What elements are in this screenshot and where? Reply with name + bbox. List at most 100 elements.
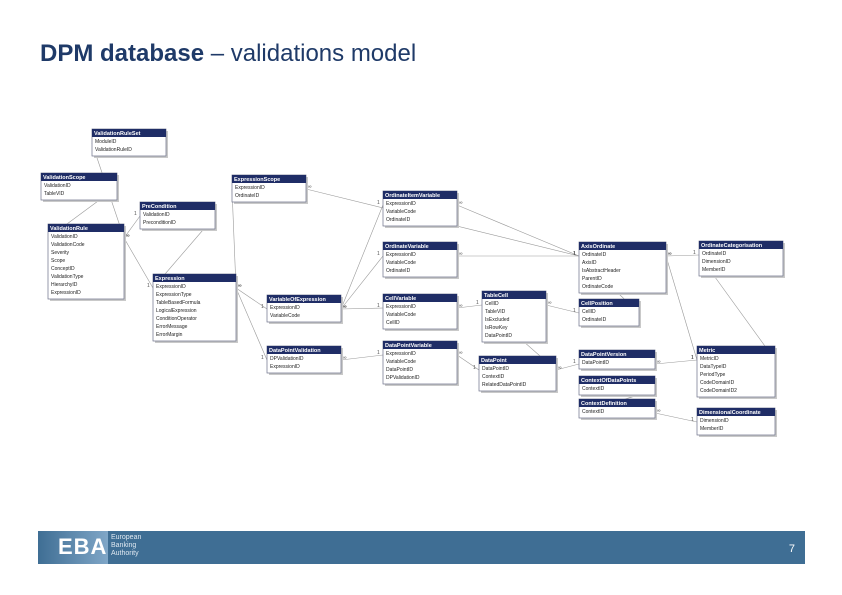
cardinality-one-marker: 1 [377,251,380,257]
entity-table: ExpressionExpressionIDExpressionTypeTabl… [152,273,238,343]
table-field: DataPointID [485,333,512,339]
table-field: ParentID [582,276,602,282]
table-name: ContextOfDataPoints [581,378,636,384]
table-field: TableVID [44,191,65,197]
table-field: OrdinateID [386,268,411,274]
table-field: CellID [485,301,499,307]
slide-title-bold: DPM database [40,40,205,67]
table-field: IsRowKey [485,325,508,331]
entity-table: DataPointValidationDPValidationIDExpress… [266,345,343,375]
cardinality-one-marker: 1 [573,251,576,257]
entity-table: OrdinateVariableExpressionIDVariableCode… [382,241,459,279]
table-name: Metric [699,348,715,354]
cardinality-one-marker: 1 [377,350,380,356]
entity-table: CellVariableExpressionIDVariableCodeCell… [382,293,459,331]
table-field: OrdinateID [582,317,607,323]
footer-bar: EBA European Banking Authority 7 [38,531,805,564]
table-header [579,350,655,358]
table-name: Expression [155,276,185,282]
entity-table: OrdinateCategorisationOrdinateIDDimensio… [698,240,785,278]
table-field: DataPointID [482,366,509,372]
table-field: ConceptID [51,266,75,272]
table-field: ValidationType [51,274,84,280]
table-header [699,241,783,249]
table-header [267,346,341,354]
table-field: PeriodType [700,372,726,378]
cardinality-many-marker: ∞ [548,300,552,306]
cardinality-many-marker: ∞ [126,233,130,239]
table-header [697,408,775,416]
entity-table: DataPointDataPointIDContextIDRelatedData… [478,355,558,393]
entity-table: ValidationRuleSetModuleIDValidationRuleI… [91,128,168,158]
table-header [267,295,341,303]
relationship-line [545,304,580,314]
table-field: DimensionID [700,418,729,424]
table-header [383,242,457,250]
relationship-line [654,412,698,423]
cardinality-one-marker: 1 [573,359,576,365]
cardinality-one-marker: 1 [261,304,264,310]
table-field: OrdinateID [386,217,411,223]
table-header [579,399,655,407]
cardinality-many-marker: ∞ [668,251,672,257]
table-body [578,241,667,294]
logo-line-3: Authority [111,550,139,557]
cardinality-one-marker: 1 [476,300,479,306]
relationship-line [665,255,698,361]
cardinality-one-marker: 1 [693,250,696,256]
table-field: PreconditionID [143,220,176,226]
table-field: ContextID [582,409,605,415]
relationship-line [340,255,384,310]
table-name: CellVariable [385,296,416,302]
cardinality-many-marker: ∞ [343,304,347,310]
table-header [479,356,556,364]
cardinality-one-marker: 1 [134,211,137,217]
table-field: ValidationID [51,234,78,240]
table-header [579,242,666,250]
cardinality-many-marker: ∞ [238,283,242,289]
table-header [153,274,236,282]
cardinality-one-marker: 1 [473,365,476,371]
table-header [383,191,457,199]
page-number: 7 [788,543,795,555]
cardinality-many-marker: ∞ [558,365,562,371]
table-header [92,129,166,137]
table-field: VariableCode [386,312,416,318]
table-field: CodeDomainID [700,380,735,386]
table-header [41,173,117,181]
cardinality-one-marker: 1 [573,251,576,257]
table-field: DataPointID [386,367,413,373]
cardinality-many-marker: ∞ [459,200,463,206]
table-field: ExpressionID [386,351,416,357]
cardinality-many-marker: ∞ [459,303,463,309]
relationship-line [456,304,483,309]
cardinality-one-marker: 1 [147,283,150,289]
relationship-line [235,287,268,310]
table-field: ExpressionID [51,290,81,296]
table-field: ErrorMessage [156,324,188,330]
table-field: IsAbstractHeader [582,268,621,274]
table-field: ExpressionID [386,252,416,258]
relationship-line [340,354,384,361]
logo-line-1: European [111,534,142,541]
table-field: ErrorMargin [156,332,183,338]
slide-title: DPM database – validations model [40,40,416,68]
table-name: CellPosition [581,301,613,307]
table-field: ExpressionID [270,305,300,311]
cardinality-many-marker: ∞ [657,359,661,365]
table-body [152,273,237,342]
table-field: ExpressionID [156,284,186,290]
table-name: ExpressionScope [234,177,280,183]
relationship-line [654,359,698,365]
relationship-line [665,254,700,257]
relationship-line [235,287,268,361]
table-name: ValidationRule [50,226,88,232]
table-header [579,376,655,384]
table-name: ValidationScope [43,175,85,181]
table-name: TableCell [484,293,509,299]
cardinality-one-marker: 1 [573,308,576,314]
entity-table: AxisOrdinateOrdinateIDAxisIDIsAbstractHe… [578,241,668,295]
